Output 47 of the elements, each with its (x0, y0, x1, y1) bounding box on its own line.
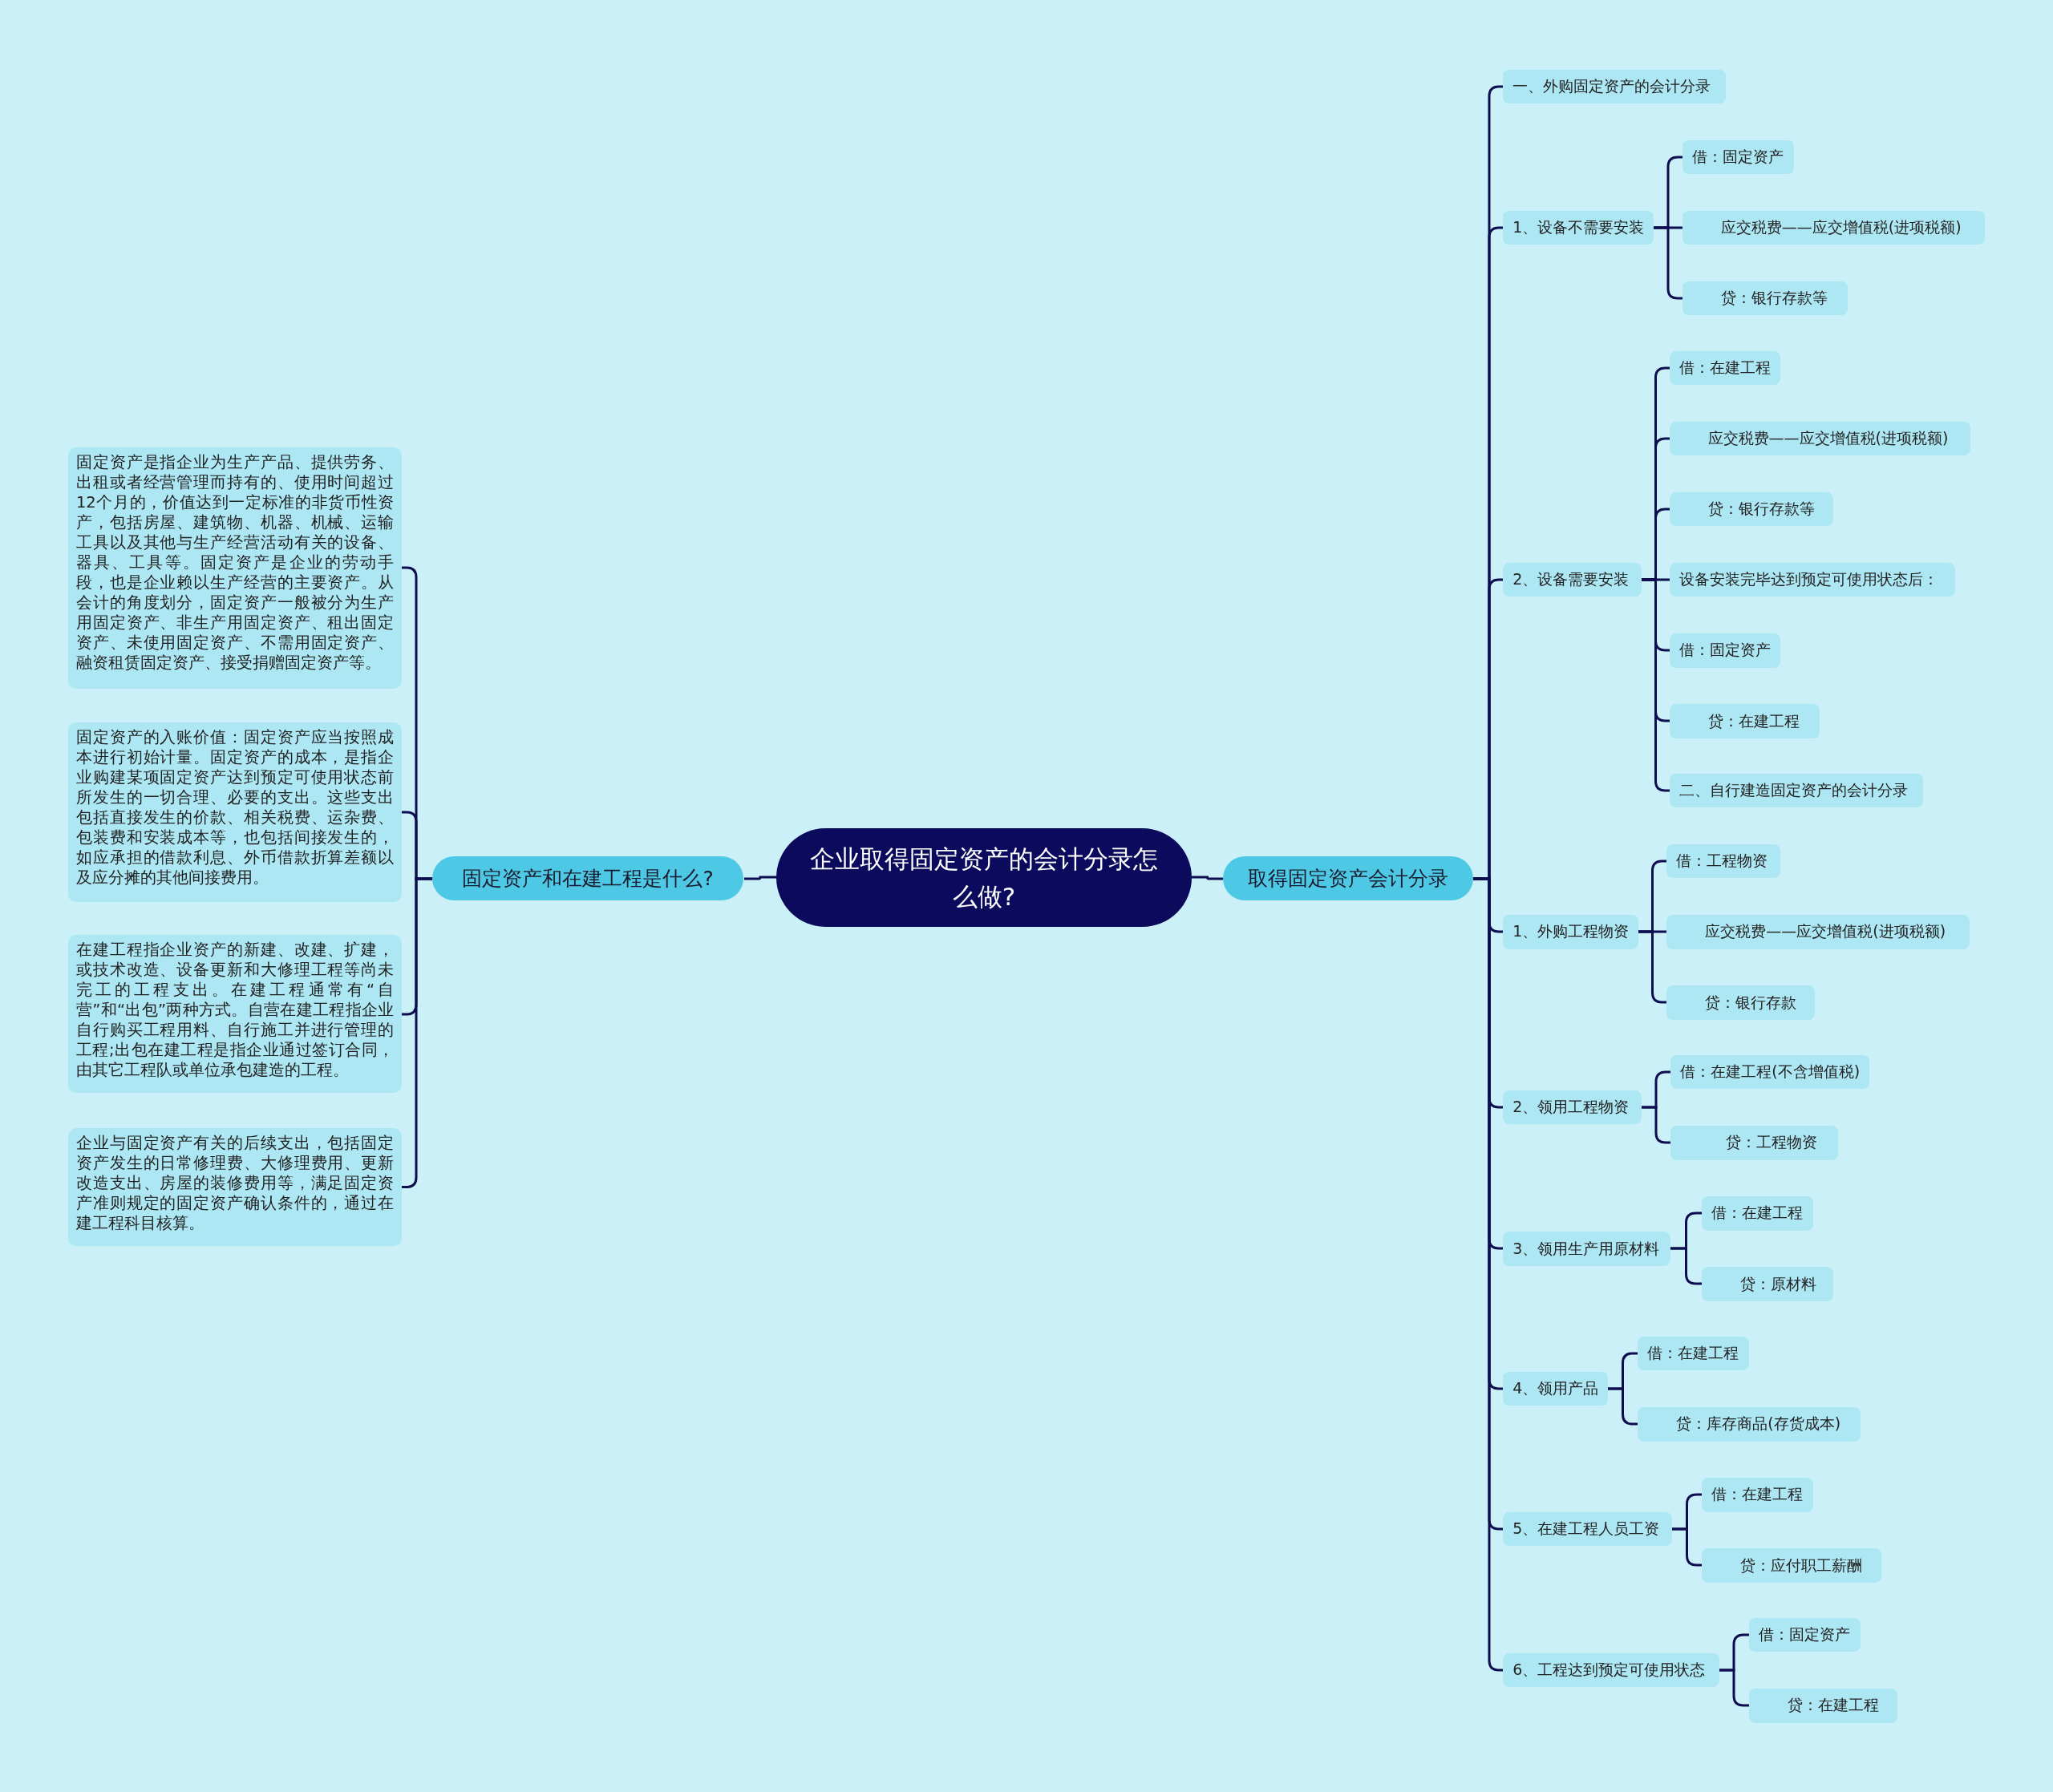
text-card: 固定资产的入账价值：固定资产应当按照成本进行初始计量。固定资产的成本，是指企业购建某项固定资产达到预定可使用状态前所发生的一切合理、必要的支出。这些支出包括直接发生的价款、相关税费、运杂费、包装费和安装成本等，也包括间接发生的，如应承担的借款利息、外币借款折算差额以及应分摊的其他间接费用。 (67, 722, 403, 902)
connector-line (1642, 1106, 1670, 1144)
topic-box: 贷：在建工程 (1749, 1689, 1897, 1723)
topic-box: 应交税费——应交增值税(进项税额) (1666, 915, 1970, 949)
text-card: 在建工程指企业资产的新建、改建、扩建，或技术改造、设备更新和大修理工程等尚未完工的工程支出。在建工程通常有“自营”和“出包”两种方式。自营在建工程指企业自行购买工程用料、自行施工并进行管理的工程;出包在建工程是指企业通过签订合同，由其它工程队或单位承包建造的工程。 (67, 934, 403, 1094)
topic-box: 借：工程物资 (1666, 844, 1781, 879)
connector-line (1608, 1387, 1638, 1426)
topic-box: 5、在建工程人员工资 (1503, 1511, 1672, 1547)
topic-box: 1、设备不需要安装 (1503, 210, 1654, 245)
topic-box: 贷：库存商品(存货成本) (1638, 1407, 1861, 1442)
text-card: 固定资产是指企业为生产产品、提供劳务、出租或者经营管理而持有的、使用时间超过12个月的，价值达到一定标准的非货币性资产，包括房屋、建筑物、机器、机械、运输工具以及其他与生产经营活动有关的设备、器具、工具等。固定资产是企业的劳动手段，也是企业赖以生产经营的主要资产。从会计的角度划分，固定资产一般被分为生产用固定资产、非生产用固定资产、租出固定资产、未使用固定资产、不需用固定资产、融资租赁固定资产、接受捐赠固定资产等。 (67, 447, 403, 689)
main-topic: 固定资产和在建工程是什么? (431, 856, 744, 901)
topic-box: 4、领用产品 (1503, 1372, 1609, 1406)
topic-box: 借：固定资产 (1749, 1617, 1861, 1652)
topic-box: 借：在建工程(不含增值税) (1670, 1054, 1870, 1090)
topic-box: 贷：银行存款 (1666, 985, 1815, 1020)
connector-line (1672, 1527, 1702, 1567)
topic-box: 借：在建工程 (1702, 1196, 1814, 1231)
main-topic: 取得固定资产会计分录 (1222, 856, 1473, 901)
topic-box: 应交税费——应交增值税(进项税额) (1682, 210, 1986, 245)
topic-box: 3、领用生产用原材料 (1503, 1232, 1671, 1266)
topic-box: 借：在建工程 (1638, 1336, 1750, 1371)
connector-line (744, 876, 776, 880)
topic-box: 一、外购固定资产的会计分录 (1503, 69, 1726, 103)
topic-box: 贷：原材料 (1702, 1267, 1833, 1301)
topic-box: 2、领用工程物资 (1503, 1090, 1642, 1125)
topic-box: 2、设备需要安装 (1503, 563, 1642, 597)
connector-line (1192, 876, 1223, 880)
topic-box: 借：在建工程 (1669, 350, 1781, 385)
topic-box: 贷：银行存款等 (1669, 491, 1833, 527)
connector-line (402, 877, 432, 1188)
central-topic: 企业取得固定资产的会计分录怎么做? (776, 828, 1192, 927)
topic-box: 贷：应付职工薪酬 (1702, 1548, 1882, 1583)
text-card: 企业与固定资产有关的后续支出，包括固定资产发生的日常修理费、大修理费用、更新改造支出、房屋的装修费用等，满足固定资产准则规定的固定资产确认条件的，通过在建工程科目核算。 (67, 1128, 403, 1247)
connector-line (1719, 1669, 1749, 1707)
topic-box: 借：固定资产 (1669, 633, 1781, 668)
topic-box: 借：固定资产 (1682, 140, 1794, 175)
topic-box: 6、工程达到预定可使用状态 (1503, 1653, 1719, 1688)
topic-box: 应交税费——应交增值税(进项税额) (1669, 421, 1971, 456)
topic-box: 设备安装完毕达到预定可使用状态后： (1669, 563, 1955, 597)
topic-box: 借：在建工程 (1702, 1478, 1814, 1512)
connector-line (1670, 1247, 1702, 1285)
topic-box: 贷：工程物资 (1670, 1126, 1839, 1160)
topic-box: 二、自行建造固定资产的会计分录 (1669, 773, 1924, 808)
topic-box: 1、外购工程物资 (1503, 915, 1639, 949)
topic-box: 贷：银行存款等 (1682, 281, 1848, 316)
topic-box: 贷：在建工程 (1669, 704, 1820, 738)
